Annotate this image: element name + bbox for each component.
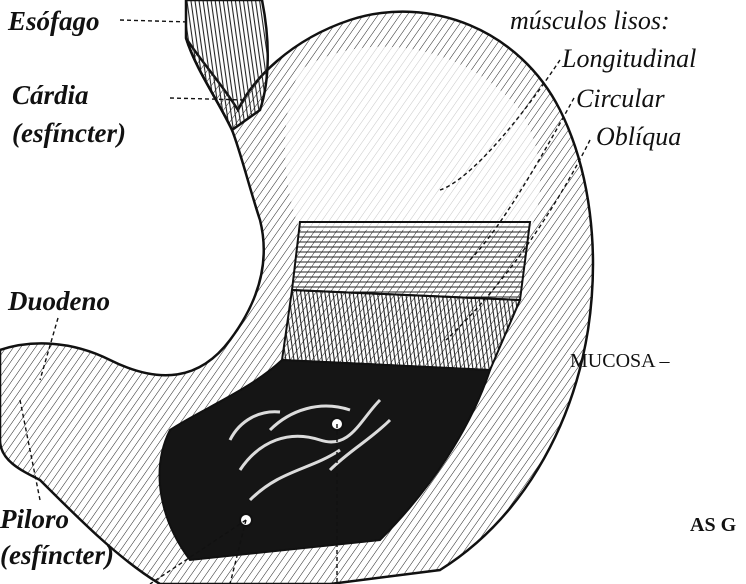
muscle-layer-circular: [282, 290, 520, 370]
label-musculos-lisos: músculos lisos:: [510, 6, 670, 36]
label-obliqua: Oblíqua: [596, 122, 681, 152]
esophagus: [186, 0, 268, 130]
label-duodeno: Duodeno: [8, 286, 110, 317]
label-circular: Circular: [576, 84, 665, 114]
label-piloro: Piloro: [0, 504, 69, 535]
label-cardia: Cárdia: [12, 80, 89, 111]
label-esofago: Esófago: [8, 6, 100, 37]
label-cardia-sphincter: (esfíncter): [12, 118, 126, 149]
label-longitudinal: Longitudinal: [562, 44, 696, 74]
label-glandulas: AS G: [690, 514, 736, 537]
label-piloro-sphincter: (esfíncter): [0, 540, 114, 571]
label-mucosa: MUCOSA –: [570, 350, 669, 373]
